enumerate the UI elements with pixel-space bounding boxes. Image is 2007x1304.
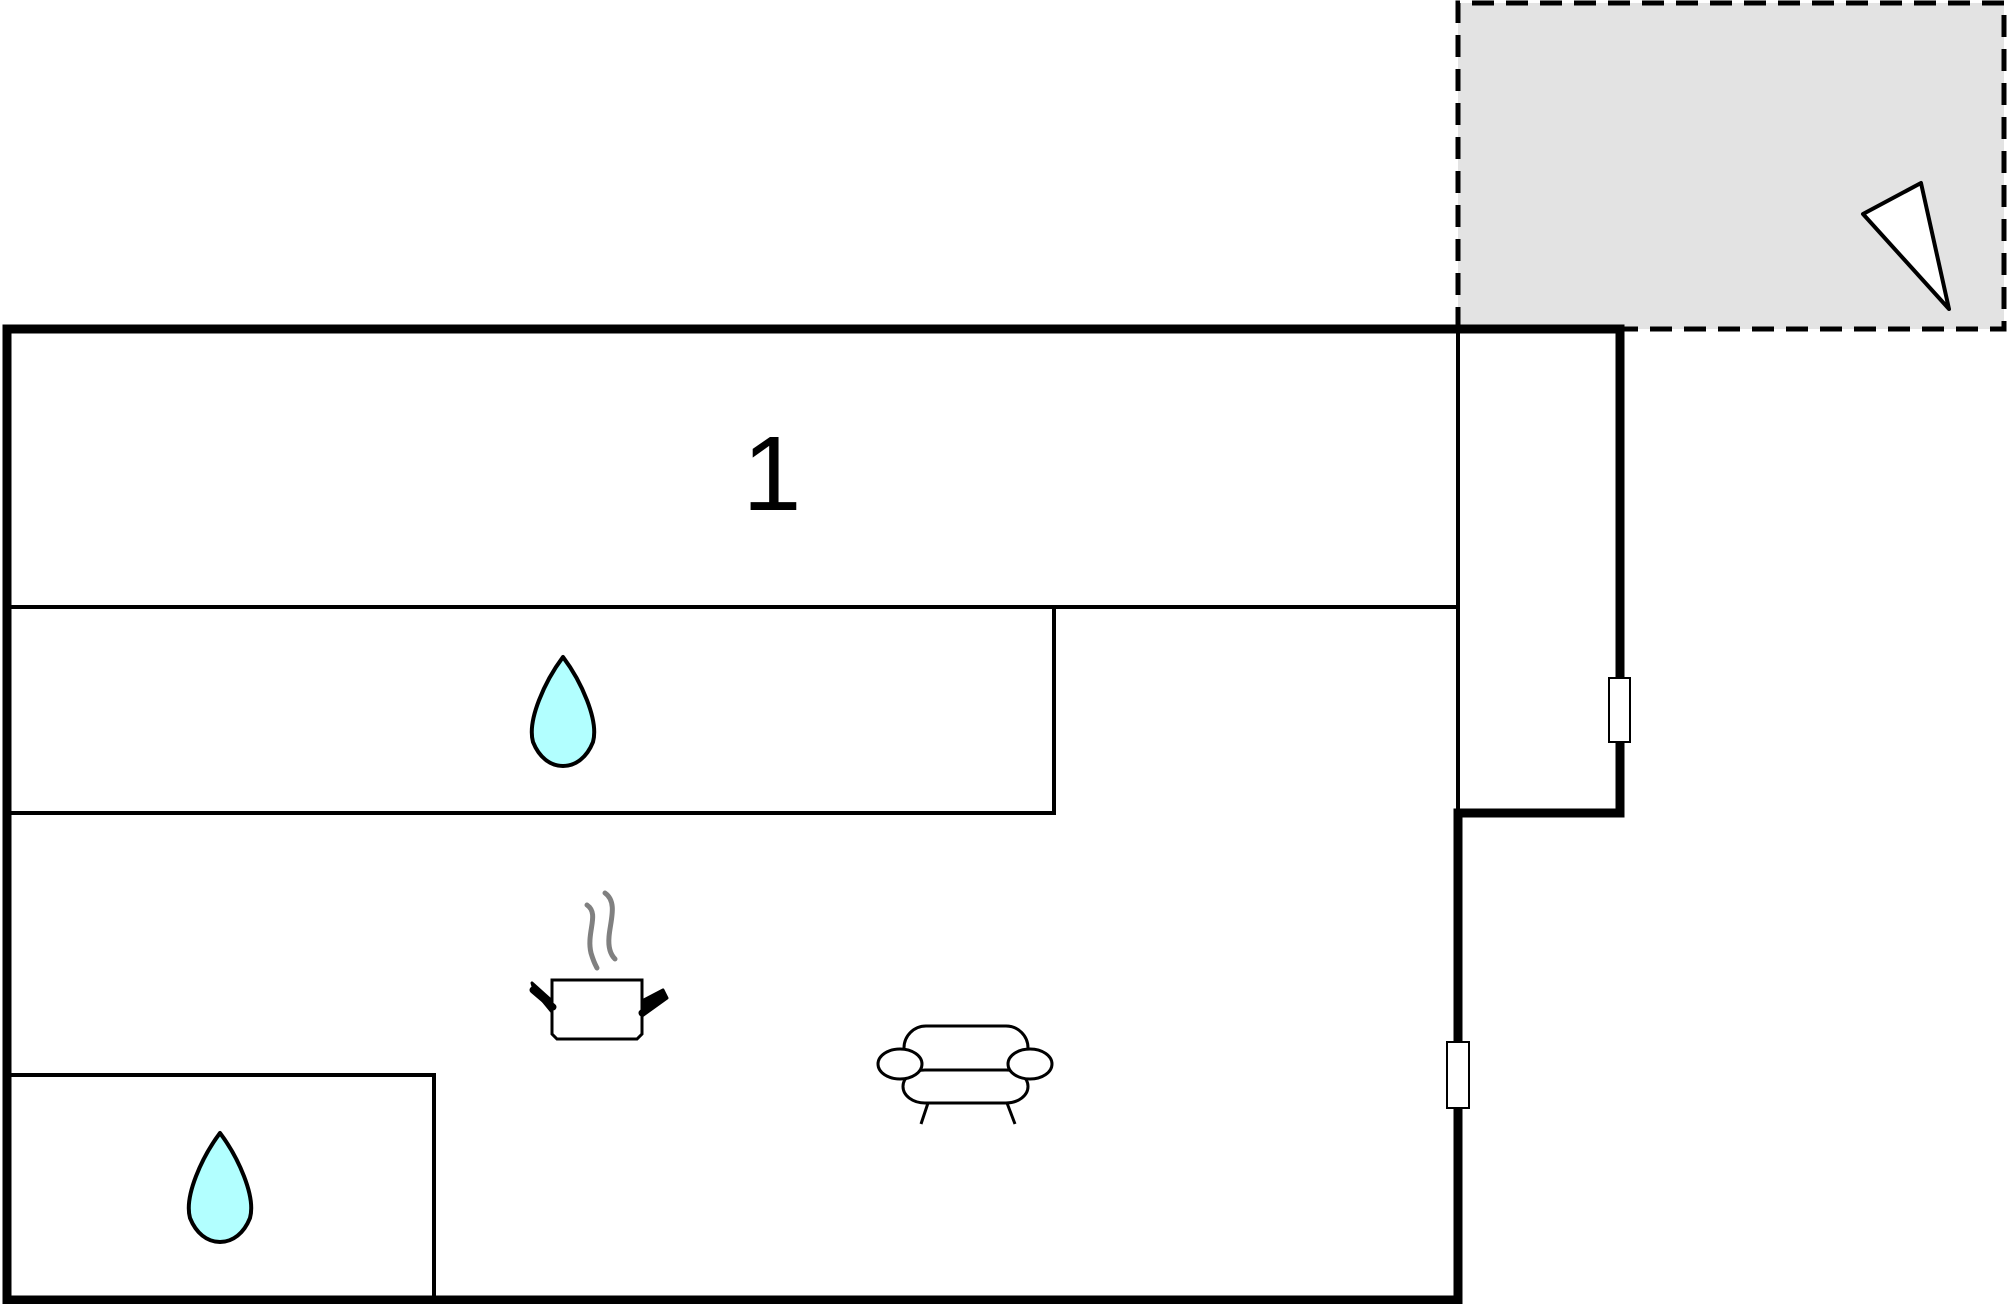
window (1608, 677, 1631, 743)
water-drop-icon (529, 655, 597, 768)
terrace-border (1455, 0, 2007, 332)
bathroom-wall-2 (7, 1073, 436, 1300)
view-direction-icon (1861, 181, 1951, 311)
sofa-icon (876, 1024, 1054, 1125)
window (1446, 1041, 1470, 1109)
cooking-pot-icon (529, 890, 669, 1041)
water-drop-icon (186, 1131, 254, 1244)
terrace-area (1458, 3, 2004, 329)
bathroom-wall-1 (7, 607, 1056, 815)
floor-label: 1 (743, 415, 802, 533)
